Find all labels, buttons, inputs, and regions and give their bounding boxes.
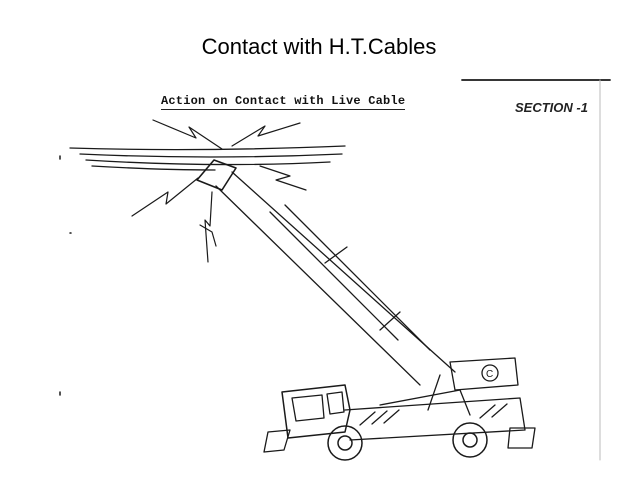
overhead-cables [69, 145, 346, 171]
slide-title: Contact with H.T.Cables [201, 34, 437, 59]
crane-wheels [327, 422, 488, 461]
document-heading: Action on Contact with Live Cable [161, 94, 406, 110]
scan-specks [59, 155, 72, 396]
crane-boom [196, 159, 456, 386]
section-label: SECTION -1 [515, 100, 588, 115]
boom-hinge: C [427, 357, 519, 411]
page-frame-lines [461, 79, 611, 461]
crane-carrier [263, 384, 536, 453]
spark-bolts [131, 119, 307, 263]
crane-badge-letter: C [486, 369, 493, 380]
